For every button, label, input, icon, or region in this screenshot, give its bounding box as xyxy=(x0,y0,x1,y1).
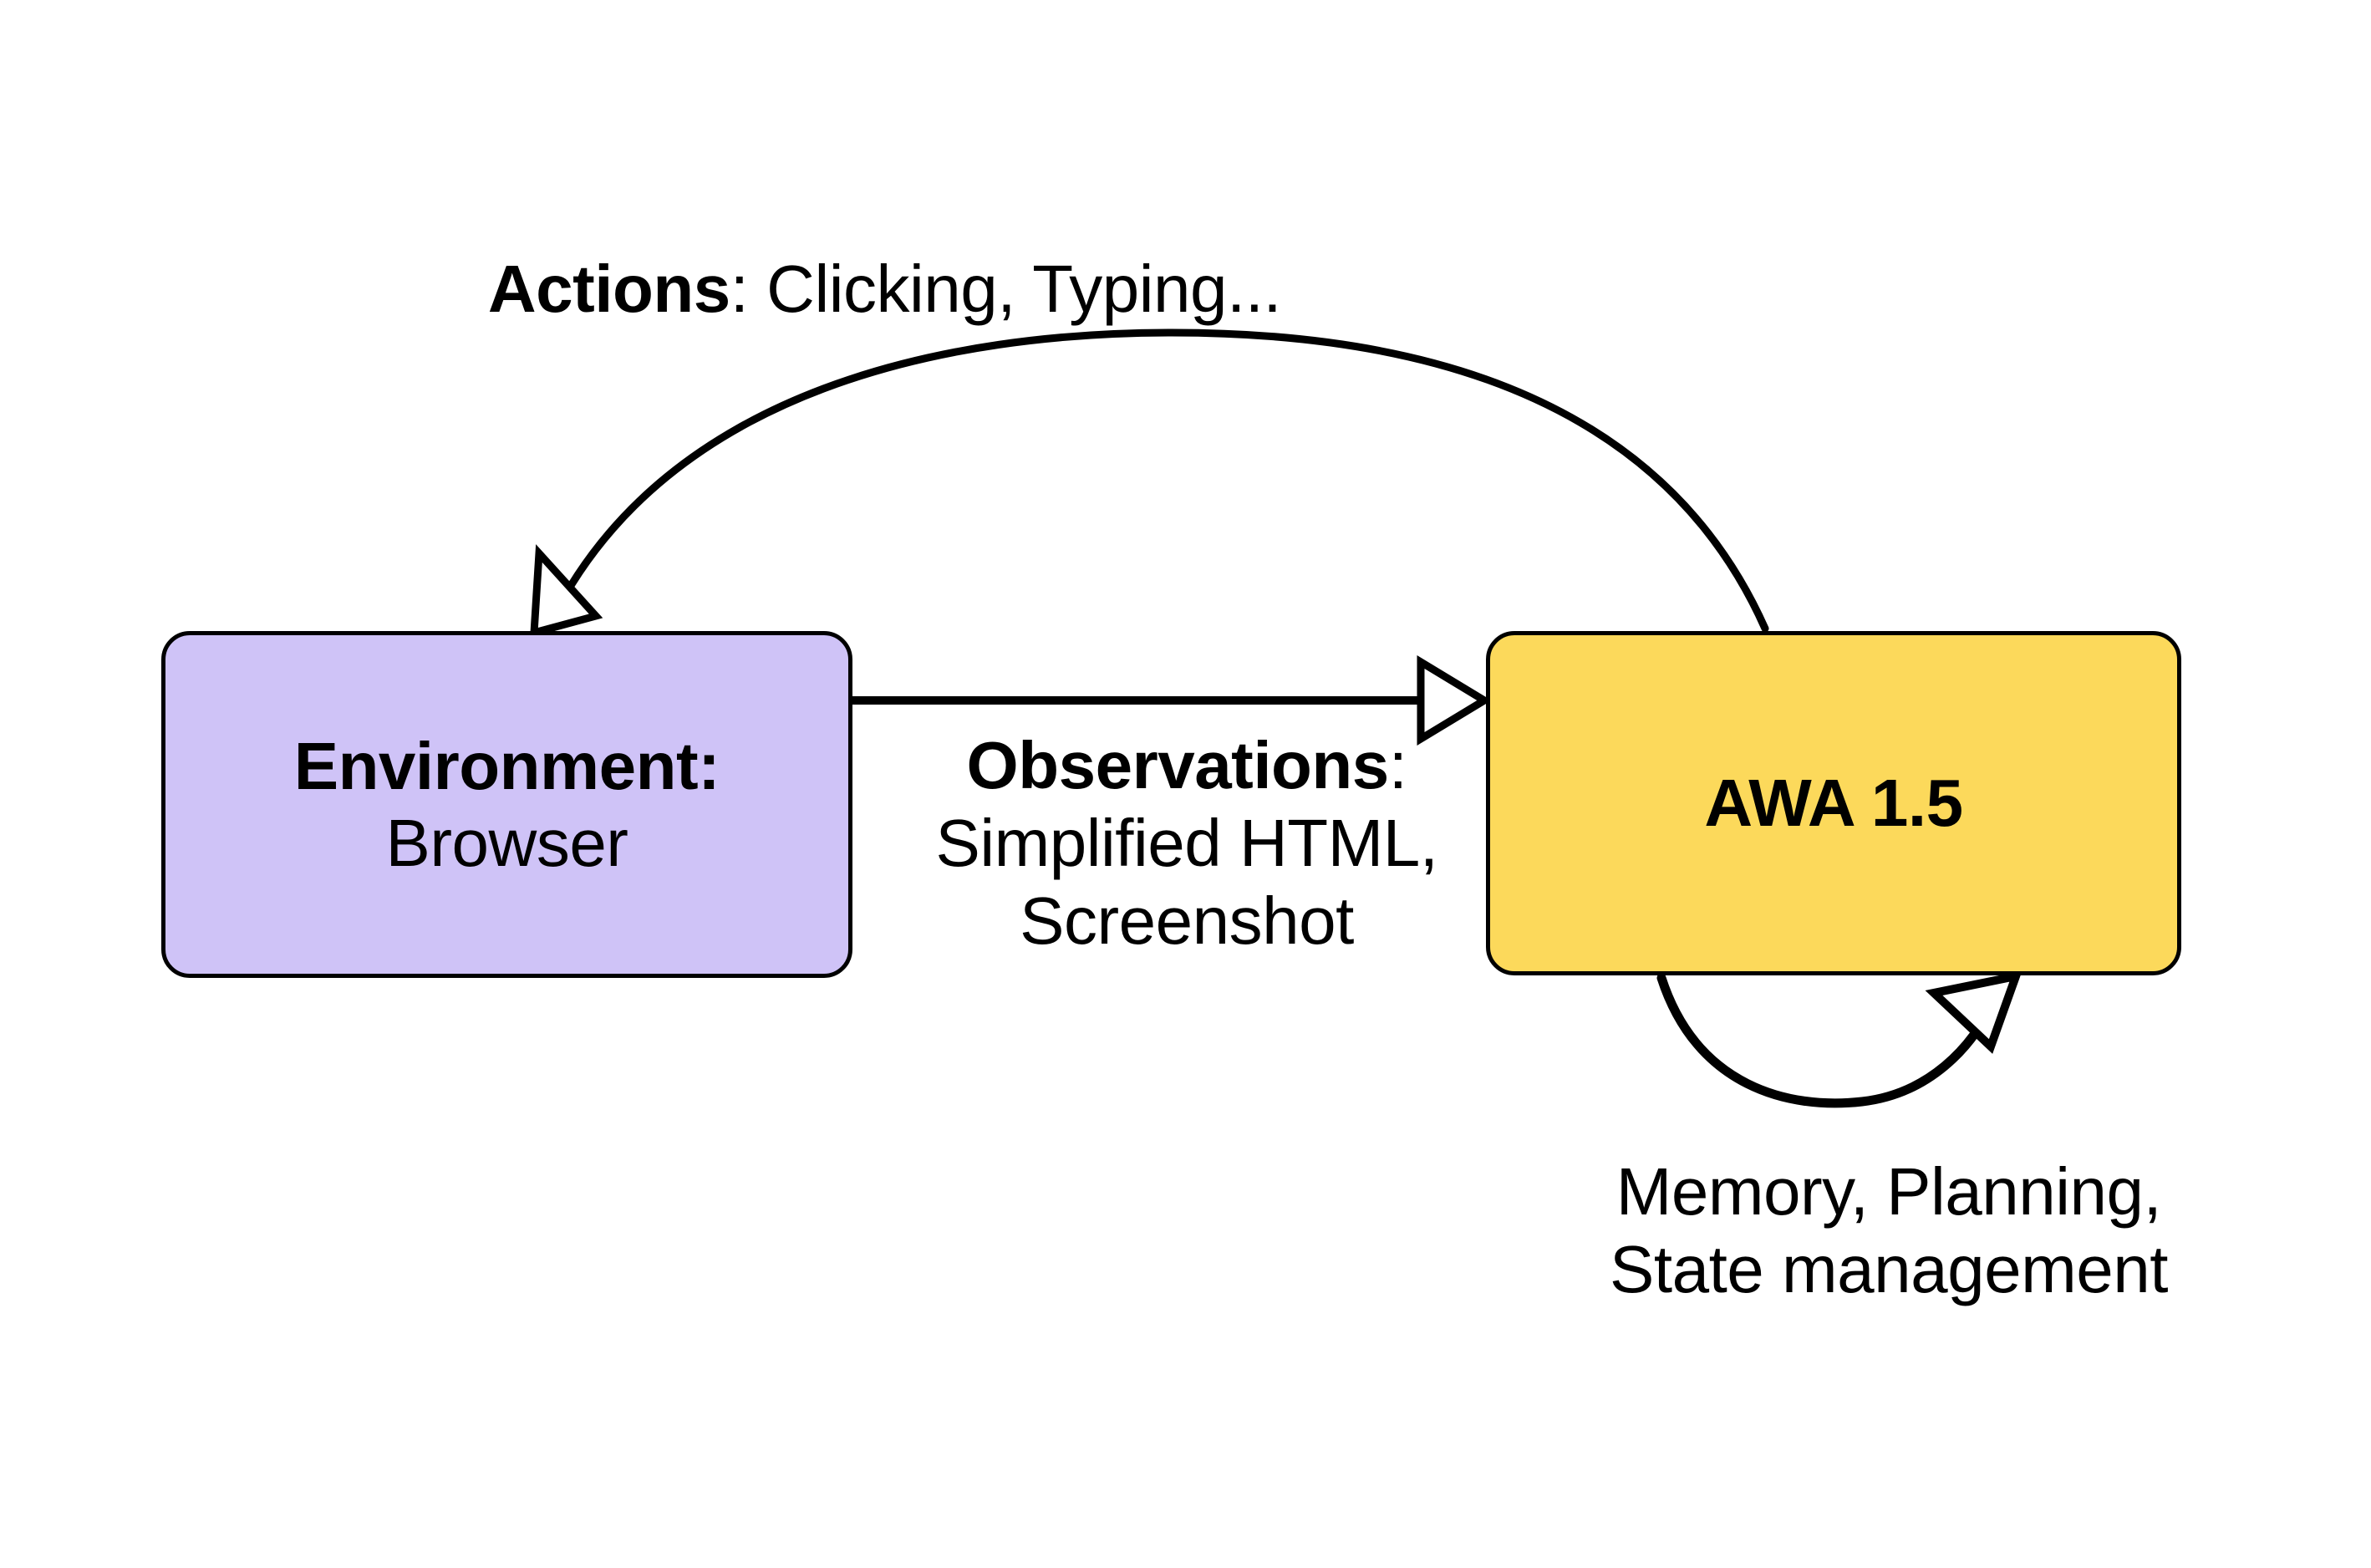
self-loop-arrowhead-icon xyxy=(1925,970,2022,1054)
edge-label-observations-line3: Screenshot xyxy=(1020,883,1354,958)
self-loop-path xyxy=(1656,973,1999,1108)
actions-arc-path xyxy=(547,328,1769,633)
edge-label-observations-colon: : xyxy=(1388,728,1407,802)
node-environment-title: Environment: xyxy=(293,729,720,804)
actions-arrowhead-icon xyxy=(530,544,603,638)
node-agent-title: AWA 1.5 xyxy=(1704,766,1963,841)
observations-arrowhead-icon xyxy=(1417,655,1492,746)
edge-label-observations: Observations: Simplified HTML, Screensho… xyxy=(894,727,1479,960)
edge-label-actions-plain: : Clicking, Typing... xyxy=(730,252,1282,326)
edge-label-self-loop: Memory, Planning, State management xyxy=(1571,1153,2206,1309)
edge-label-actions-strong: Actions xyxy=(487,252,730,326)
edge-label-self-loop-line1: Memory, Planning, xyxy=(1615,1154,2162,1229)
edge-label-observations-strong: Observations xyxy=(966,728,1389,802)
edge-label-observations-line1: Observations: xyxy=(894,727,1479,805)
edge-label-actions: Actions: Clicking, Typing... xyxy=(0,251,2070,328)
node-environment[interactable]: Environment: Browser xyxy=(161,631,852,978)
edge-label-self-loop-line2: State management xyxy=(1610,1231,2168,1306)
edge-label-observations-line2: Simplified HTML, xyxy=(935,805,1438,880)
node-agent[interactable]: AWA 1.5 xyxy=(1486,631,2181,975)
node-environment-subtitle: Browser xyxy=(385,805,628,880)
